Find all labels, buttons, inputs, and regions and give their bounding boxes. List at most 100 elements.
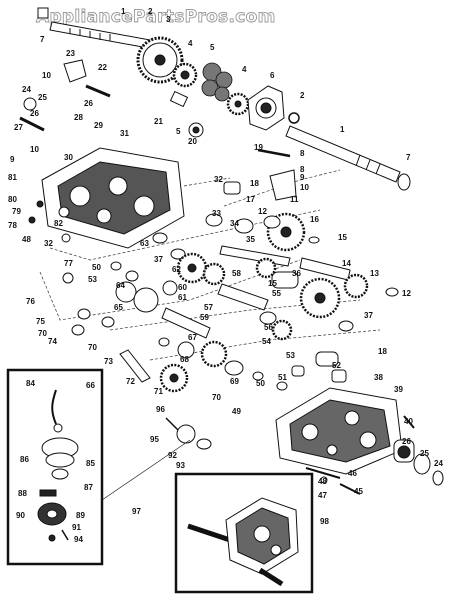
bolt-91 <box>48 534 56 542</box>
callout-label: 15 <box>268 279 277 288</box>
pin-26-b <box>19 116 45 132</box>
callout-label: 2 <box>300 91 305 100</box>
callout-label: 7 <box>406 153 411 162</box>
callout-label: 24 <box>22 85 31 94</box>
callout-label: 52 <box>332 361 341 370</box>
pin-26-a <box>85 84 111 98</box>
bracket-23 <box>63 59 87 83</box>
assembly-line <box>183 177 231 187</box>
callout-label: 12 <box>402 289 411 298</box>
bolt-94 <box>61 529 69 541</box>
pin-66 <box>53 423 63 433</box>
pin-95 <box>165 417 179 431</box>
callout-label: 25 <box>38 93 47 102</box>
callout-label: 80 <box>8 195 17 204</box>
callout-label: 46 <box>348 469 357 478</box>
callout-label: 4 <box>188 39 193 48</box>
callout-label: 9 <box>300 173 305 182</box>
callout-label: 10 <box>300 183 309 192</box>
callout-label: 5 <box>176 127 181 136</box>
callout-label: 40 <box>404 417 413 426</box>
pin-19 <box>257 148 291 158</box>
callout-label: 32 <box>214 175 223 184</box>
callout-label: 29 <box>94 121 103 130</box>
watermark-text: AppliancePartsPros.com <box>36 7 276 27</box>
callout-label: 15 <box>338 233 347 242</box>
callout-label: 27 <box>14 123 23 132</box>
callout-label: 12 <box>258 207 267 216</box>
callout-label: 77 <box>64 259 73 268</box>
snap-ring-2 <box>288 112 300 124</box>
callout-label: 66 <box>86 381 95 390</box>
callout-label: 59 <box>200 313 209 322</box>
shaft-long-right <box>285 125 401 183</box>
gear-row-bottom <box>71 307 347 393</box>
callout-label: 34 <box>230 219 239 228</box>
callout-label: 98 <box>320 517 329 526</box>
callout-label: 24 <box>434 459 443 468</box>
callout-label: 81 <box>8 173 17 182</box>
callout-label: 76 <box>26 297 35 306</box>
callout-label: 48 <box>318 477 327 486</box>
callout-label: 10 <box>30 145 39 154</box>
gear-cluster-4-5 <box>172 62 250 116</box>
callout-label: 13 <box>370 269 379 278</box>
callout-label: 3 <box>166 15 171 24</box>
bearing-flange-6 <box>247 85 285 131</box>
callout-label: 70 <box>212 393 221 402</box>
callout-label: 86 <box>20 455 29 464</box>
callout-label: 10 <box>42 71 51 80</box>
assembly-line <box>49 209 321 261</box>
callout-label: 71 <box>154 387 163 396</box>
bolt-79 <box>28 216 36 224</box>
bolt-47 <box>339 483 361 495</box>
callout-label: 73 <box>104 357 113 366</box>
callout-label: 51 <box>278 373 287 382</box>
callout-label: 78 <box>8 221 17 230</box>
callout-label: 2 <box>148 7 153 16</box>
callout-label: 31 <box>120 129 129 138</box>
bolt-81 <box>36 200 44 208</box>
callout-label: 91 <box>72 523 81 532</box>
callout-label: 72 <box>126 377 135 386</box>
spring-87 <box>51 468 69 480</box>
callout-label: 94 <box>74 535 83 544</box>
callout-label: 37 <box>364 311 373 320</box>
callout-label: 8 <box>300 149 305 158</box>
callout-label: 14 <box>342 259 351 268</box>
callout-label: 65 <box>114 303 123 312</box>
callout-label: 92 <box>168 451 177 460</box>
callout-label: 26 <box>84 99 93 108</box>
callout-label: 68 <box>180 355 189 364</box>
transmission-assembly-98 <box>187 497 299 587</box>
callout-label: 57 <box>204 303 213 312</box>
callout-label: 61 <box>178 293 187 302</box>
callout-label: 67 <box>188 333 197 342</box>
callout-label: 6 <box>270 71 275 80</box>
callout-label: 39 <box>394 385 403 394</box>
washer-77 <box>62 272 74 284</box>
callout-label: 45 <box>354 487 363 496</box>
callout-label: 25 <box>420 449 429 458</box>
callout-label: 89 <box>76 511 85 520</box>
callout-label: 32 <box>44 239 53 248</box>
spacer-21 <box>169 90 189 108</box>
assembly-line <box>223 169 341 207</box>
housing-31 <box>41 147 185 249</box>
callout-label: 36 <box>292 269 301 278</box>
washer-48 <box>320 476 328 484</box>
callout-label: 85 <box>86 459 95 468</box>
callout-label: 49 <box>232 407 241 416</box>
callout-label: 9 <box>10 155 15 164</box>
callout-label: 11 <box>290 195 299 204</box>
callout-label: 16 <box>310 215 319 224</box>
callout-label: 79 <box>12 207 21 216</box>
callout-labels: 1 2 3 4 5 4 6 2 1 7 7 23 22 10 24 25 26 … <box>8 7 443 544</box>
callout-label: 50 <box>92 263 101 272</box>
callout-label: 63 <box>140 239 149 248</box>
gear-row-upper <box>205 212 320 267</box>
gear-row-middle <box>152 232 399 299</box>
callout-label: 64 <box>116 281 125 290</box>
callout-label: 30 <box>64 153 73 162</box>
callout-label: 23 <box>66 49 75 58</box>
